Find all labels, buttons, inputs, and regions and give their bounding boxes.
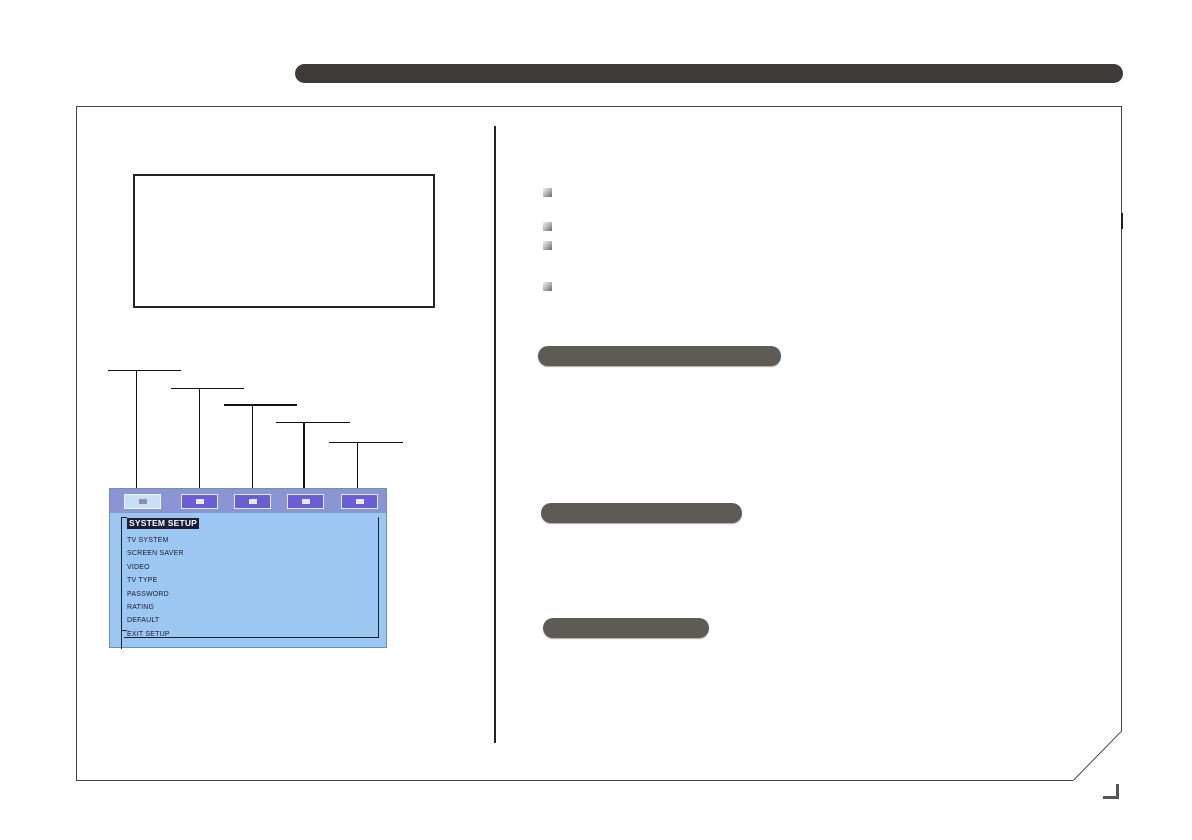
osd-menu-item-exit-setup[interactable]: EXIT SETUP: [127, 630, 170, 638]
header-bar: [295, 64, 1123, 83]
page-frame-top: [76, 106, 1122, 107]
osd-menu-item-default[interactable]: DEFAULT: [127, 617, 160, 625]
page-frame-bottom: [76, 780, 1073, 781]
page-frame-left: [76, 106, 77, 781]
audio-setup-icon: [249, 499, 257, 504]
video-setup-tab[interactable]: [287, 494, 324, 509]
osd-menu-title-row: SYSTEM SETUP: [127, 518, 200, 534]
speaker-setup-tab[interactable]: [341, 494, 378, 509]
note-box: [133, 174, 435, 308]
callout-leader: [252, 405, 253, 498]
corner-mark-vertical: [1116, 784, 1119, 799]
osd-menu-item-video[interactable]: VIDEO: [127, 563, 150, 571]
callout-leader: [357, 442, 358, 498]
section-heading-bar: [541, 503, 742, 523]
language-setup-icon: [196, 499, 204, 504]
osd-menu-item-screen-saver[interactable]: SCREEN SAVER: [127, 550, 184, 558]
callout-leader: [136, 370, 137, 497]
osd-menu-rail-bottom: [124, 637, 379, 638]
osd-menu-item-rating[interactable]: RATING: [127, 603, 155, 611]
speaker-setup-icon: [356, 499, 364, 504]
osd-menu-rail-top: [121, 517, 127, 518]
osd-menu-rail: [121, 517, 122, 649]
bullet-marker: [543, 282, 552, 291]
bullet-marker: [543, 222, 552, 231]
callout-line: [171, 388, 244, 389]
language-setup-tab[interactable]: [181, 494, 218, 509]
callout-line: [276, 422, 350, 423]
column-divider: [494, 126, 496, 743]
page-frame-right: [1121, 106, 1122, 731]
audio-setup-tab[interactable]: [234, 494, 271, 509]
system-setup-icon: [139, 499, 147, 504]
section-heading-bar: [543, 618, 709, 638]
video-setup-icon: [302, 499, 310, 504]
callout-line: [224, 404, 297, 406]
osd-menu-item-password[interactable]: PASSWORD: [127, 590, 169, 598]
corner-mark: [1103, 796, 1119, 799]
section-heading-bar: [538, 346, 781, 366]
osd-menu-item-tv-system[interactable]: TV SYSTEM: [127, 537, 169, 544]
callout-leader: [303, 422, 305, 498]
osd-setup-menu: SYSTEM SETUP TV SYSTEM SCREEN SAVER VIDE…: [109, 488, 387, 649]
page-edge-tick: [1121, 213, 1123, 229]
callout-line: [329, 442, 403, 443]
system-setup-tab[interactable]: [124, 494, 161, 509]
osd-menu-item-tv-type[interactable]: TV TYPE: [127, 577, 158, 585]
osd-menu-list: SYSTEM SETUP TV SYSTEM SCREEN SAVER VIDE…: [127, 518, 200, 641]
callout-leader: [199, 388, 200, 496]
page-frame-corner-cut: [1073, 730, 1122, 781]
bullet-marker: [543, 188, 552, 197]
osd-exit-marker: [122, 630, 127, 631]
callout-line: [108, 370, 181, 371]
osd-menu-title: SYSTEM SETUP: [127, 518, 200, 529]
bullet-marker: [543, 241, 552, 250]
osd-menu-rail-right: [378, 517, 379, 637]
osd-tab-bar: [110, 489, 386, 513]
